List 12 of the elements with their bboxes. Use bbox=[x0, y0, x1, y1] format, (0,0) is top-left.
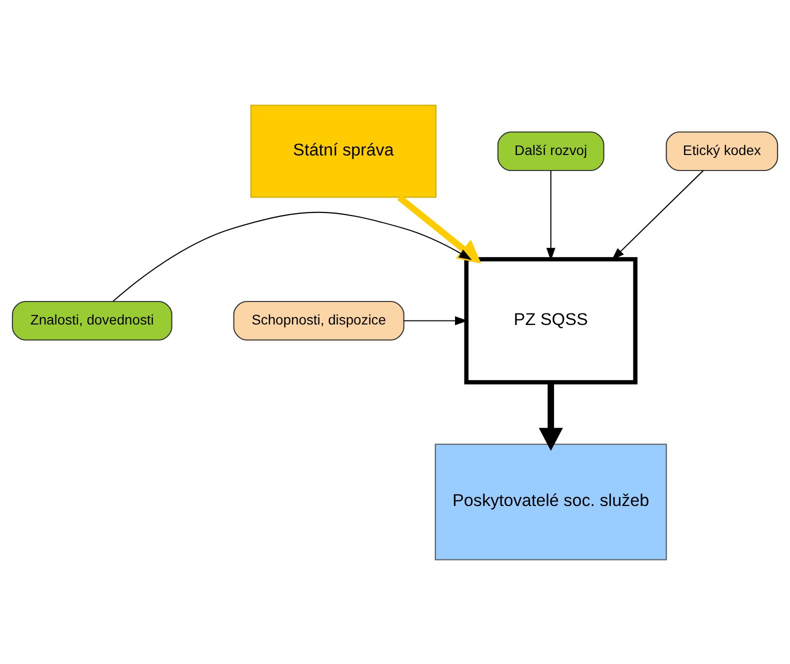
node-box: Znalosti, dovednosti bbox=[12, 300, 172, 340]
arrow bbox=[546, 170, 556, 260]
arrow bbox=[612, 170, 704, 260]
node-box: Etický kodex bbox=[666, 130, 778, 171]
arrow bbox=[397, 194, 482, 263]
arrow bbox=[538, 382, 563, 450]
node-box: PZ SQSS bbox=[464, 256, 638, 384]
node-box: Poskytovatelé soc. služeb bbox=[434, 443, 667, 560]
node-box: Další rozvoj bbox=[497, 130, 604, 171]
arrow bbox=[112, 211, 472, 302]
node-box: Schopnosti, dispozice bbox=[233, 300, 404, 340]
node-box: Státní správa bbox=[250, 104, 436, 198]
